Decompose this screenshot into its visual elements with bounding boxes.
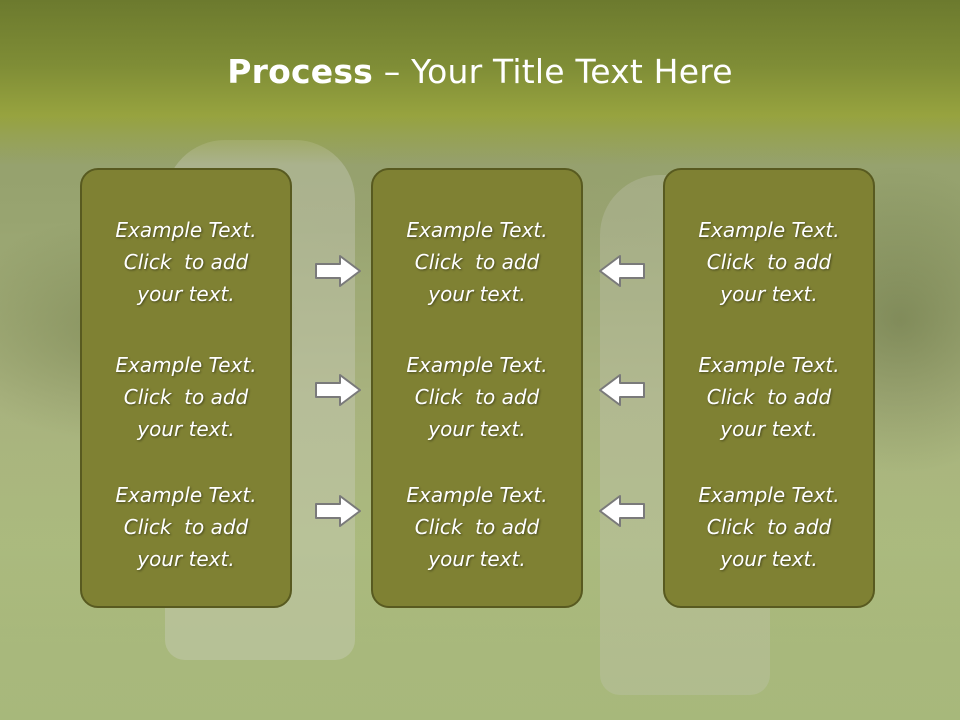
text-line: Click to add — [123, 250, 249, 274]
text-placeholder[interactable]: Example Text. Click to add your text. — [373, 349, 581, 445]
text-line: Example Text. — [698, 218, 840, 242]
text-line: Example Text. — [115, 483, 257, 507]
text-line: your text. — [428, 547, 526, 571]
text-line: Example Text. — [698, 483, 840, 507]
title-bold-part: Process — [227, 52, 374, 91]
left-arrow-icon[interactable] — [598, 253, 646, 289]
title-header-band — [0, 0, 960, 165]
text-line: Click to add — [123, 515, 249, 539]
text-line: Click to add — [706, 250, 832, 274]
text-line: Click to add — [414, 385, 540, 409]
text-placeholder[interactable]: Example Text. Click to add your text. — [373, 214, 581, 310]
process-column-right[interactable]: Example Text. Click to add your text. Ex… — [663, 168, 875, 608]
text-line: Example Text. — [406, 218, 548, 242]
title-rest-part: – Your Title Text Here — [373, 52, 733, 91]
text-line: your text. — [428, 282, 526, 306]
text-line: Example Text. — [406, 483, 548, 507]
text-line: Example Text. — [406, 353, 548, 377]
right-arrow-icon[interactable] — [314, 372, 362, 408]
text-line: your text. — [720, 282, 818, 306]
text-placeholder[interactable]: Example Text. Click to add your text. — [82, 349, 290, 445]
text-placeholder[interactable]: Example Text. Click to add your text. — [82, 479, 290, 575]
text-line: Click to add — [123, 385, 249, 409]
process-column-left[interactable]: Example Text. Click to add your text. Ex… — [80, 168, 292, 608]
text-line: your text. — [428, 417, 526, 441]
text-placeholder[interactable]: Example Text. Click to add your text. — [82, 214, 290, 310]
left-arrow-icon[interactable] — [598, 372, 646, 408]
text-line: your text. — [720, 417, 818, 441]
text-line: Click to add — [706, 515, 832, 539]
text-line: Click to add — [706, 385, 832, 409]
text-line: Example Text. — [698, 353, 840, 377]
slide-title[interactable]: Process – Your Title Text Here — [0, 52, 960, 91]
text-line: your text. — [720, 547, 818, 571]
right-arrow-icon[interactable] — [314, 253, 362, 289]
text-line: Click to add — [414, 515, 540, 539]
text-line: your text. — [137, 282, 235, 306]
right-arrow-icon[interactable] — [314, 493, 362, 529]
text-placeholder[interactable]: Example Text. Click to add your text. — [665, 214, 873, 310]
text-placeholder[interactable]: Example Text. Click to add your text. — [665, 349, 873, 445]
text-line: Example Text. — [115, 353, 257, 377]
text-line: your text. — [137, 547, 235, 571]
text-line: Click to add — [414, 250, 540, 274]
text-placeholder[interactable]: Example Text. Click to add your text. — [373, 479, 581, 575]
text-line: Example Text. — [115, 218, 257, 242]
process-column-center[interactable]: Example Text. Click to add your text. Ex… — [371, 168, 583, 608]
left-arrow-icon[interactable] — [598, 493, 646, 529]
text-line: your text. — [137, 417, 235, 441]
text-placeholder[interactable]: Example Text. Click to add your text. — [665, 479, 873, 575]
